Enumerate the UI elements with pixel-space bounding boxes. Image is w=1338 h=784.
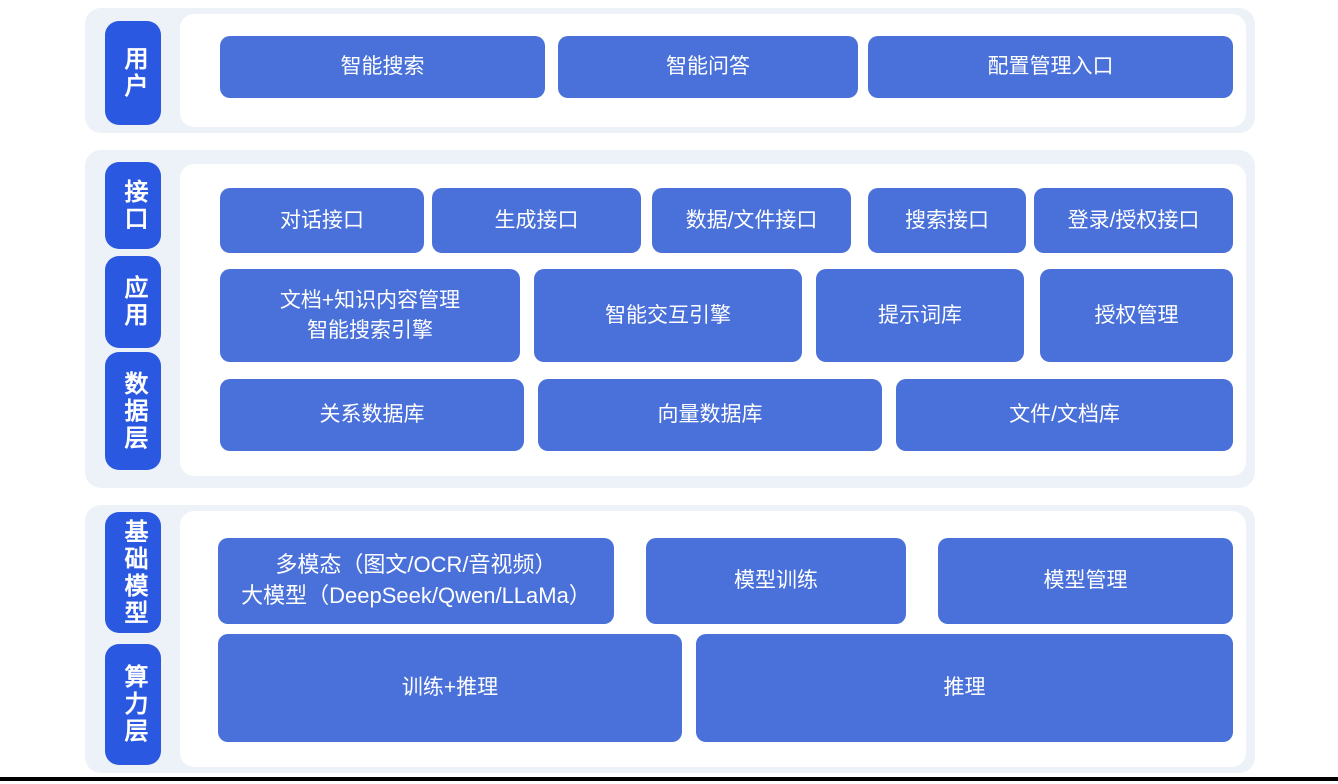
node-doc-knowledge-engine: 文档+知识内容管理 智能搜索引擎 <box>220 269 520 362</box>
node-model-management: 模型管理 <box>938 538 1233 624</box>
node-smart-qa-text: 智能问答 <box>666 55 750 79</box>
node-train-plus-infer: 训练+推理 <box>218 634 682 742</box>
node-prompt-library: 提示词库 <box>816 269 1024 362</box>
node-file-doc-store: 文件/文档库 <box>896 379 1233 451</box>
bottom-divider-line <box>0 777 1338 781</box>
node-login-auth-api: 登录/授权接口 <box>1034 188 1233 253</box>
node-model-training-text: 模型训练 <box>734 569 818 593</box>
node-interaction-engine: 智能交互引擎 <box>534 269 802 362</box>
node-data-file-api-text: 数据/文件接口 <box>685 208 818 232</box>
node-multimodal-llm-text: 多模态（图文/OCR/音视频） 大模型（DeepSeek/Qwen/LLaMa） <box>241 552 591 608</box>
node-file-doc-store-text: 文件/文档库 <box>1009 403 1120 427</box>
layer-label-user: 用户 <box>105 21 161 125</box>
node-data-file-api: 数据/文件接口 <box>652 188 851 253</box>
layer-label-compute-text: 算力层 <box>120 664 147 745</box>
layer-label-application-text: 应用 <box>120 275 147 329</box>
node-generate-api-text: 生成接口 <box>494 208 579 232</box>
node-auth-management-text: 授权管理 <box>1094 303 1179 327</box>
node-vector-db: 向量数据库 <box>538 379 882 451</box>
node-prompt-library-text: 提示词库 <box>878 303 962 327</box>
node-train-plus-infer-text: 训练+推理 <box>401 676 499 700</box>
node-config-entry-text: 配置管理入口 <box>987 55 1114 79</box>
node-auth-management: 授权管理 <box>1040 269 1233 362</box>
layer-label-data: 数据层 <box>105 352 161 470</box>
node-smart-qa: 智能问答 <box>558 36 858 98</box>
node-smart-search-text: 智能搜索 <box>340 55 425 79</box>
layer-label-user-text: 用户 <box>120 46 147 100</box>
node-model-management-text: 模型管理 <box>1043 569 1128 593</box>
layer-label-interface: 接口 <box>105 162 161 249</box>
node-config-entry: 配置管理入口 <box>868 36 1233 98</box>
node-model-training: 模型训练 <box>646 538 906 624</box>
layer-label-compute: 算力层 <box>105 644 161 765</box>
node-inference: 推理 <box>696 634 1233 742</box>
node-interaction-engine-text: 智能交互引擎 <box>605 303 731 327</box>
layer-label-data-text: 数据层 <box>120 370 147 452</box>
node-generate-api: 生成接口 <box>432 188 641 253</box>
layer-label-application: 应用 <box>105 256 161 348</box>
layer-label-foundation-model: 基础模型 <box>105 512 161 633</box>
node-dialog-api: 对话接口 <box>220 188 424 253</box>
node-login-auth-api-text: 登录/授权接口 <box>1067 208 1200 232</box>
layer-label-interface-text: 接口 <box>120 178 147 233</box>
node-relational-db-text: 关系数据库 <box>319 403 425 427</box>
node-relational-db: 关系数据库 <box>220 379 524 451</box>
node-smart-search: 智能搜索 <box>220 36 545 98</box>
node-inference-text: 推理 <box>943 676 986 700</box>
node-vector-db-text: 向量数据库 <box>657 403 763 427</box>
node-search-api-text: 搜索接口 <box>905 208 989 232</box>
node-dialog-api-text: 对话接口 <box>280 208 364 232</box>
node-multimodal-llm: 多模态（图文/OCR/音视频） 大模型（DeepSeek/Qwen/LLaMa） <box>218 538 614 624</box>
node-doc-knowledge-engine-text: 文档+知识内容管理 智能搜索引擎 <box>279 289 461 342</box>
node-search-api: 搜索接口 <box>868 188 1026 253</box>
layer-label-foundation-model-text: 基础模型 <box>120 518 147 627</box>
